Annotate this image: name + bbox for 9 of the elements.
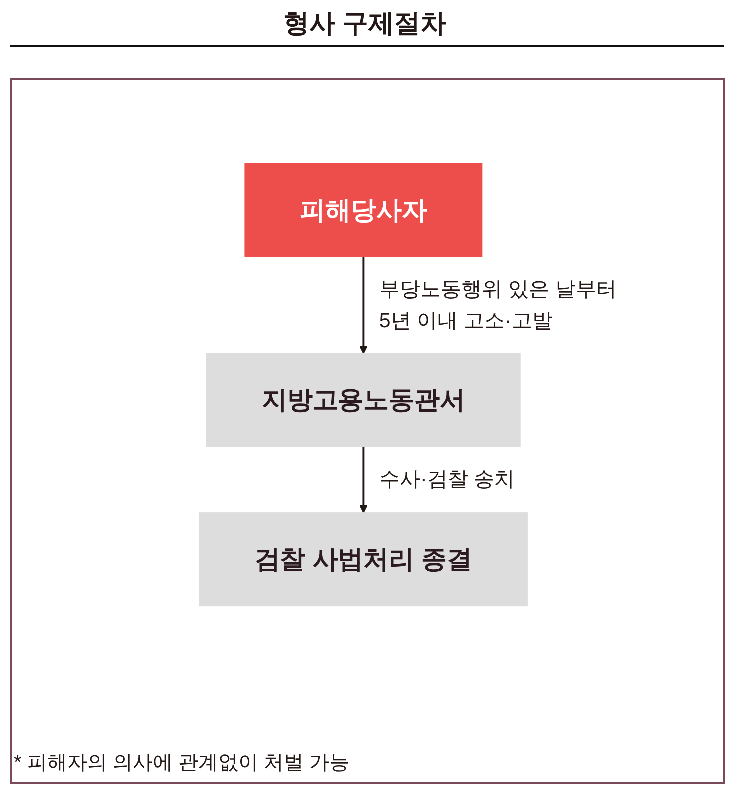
arrow <box>360 446 368 514</box>
node-box: 피해당사자 <box>245 163 483 258</box>
node-box: 지방고용노동관서 <box>206 353 522 448</box>
arrow <box>360 256 368 354</box>
edge-label: 부당노동행위 있은 날부터 5년 이내 고소·고발 <box>380 278 618 332</box>
node-box: 검찰 사법처리 종결 <box>200 512 528 607</box>
diagram-title: 형사 구제절차 <box>282 7 448 40</box>
edge-label: 수사·검찰 송치 <box>380 468 516 492</box>
footnote: * 피해자의 의사에 관계없이 처벌 가능 <box>14 751 350 776</box>
